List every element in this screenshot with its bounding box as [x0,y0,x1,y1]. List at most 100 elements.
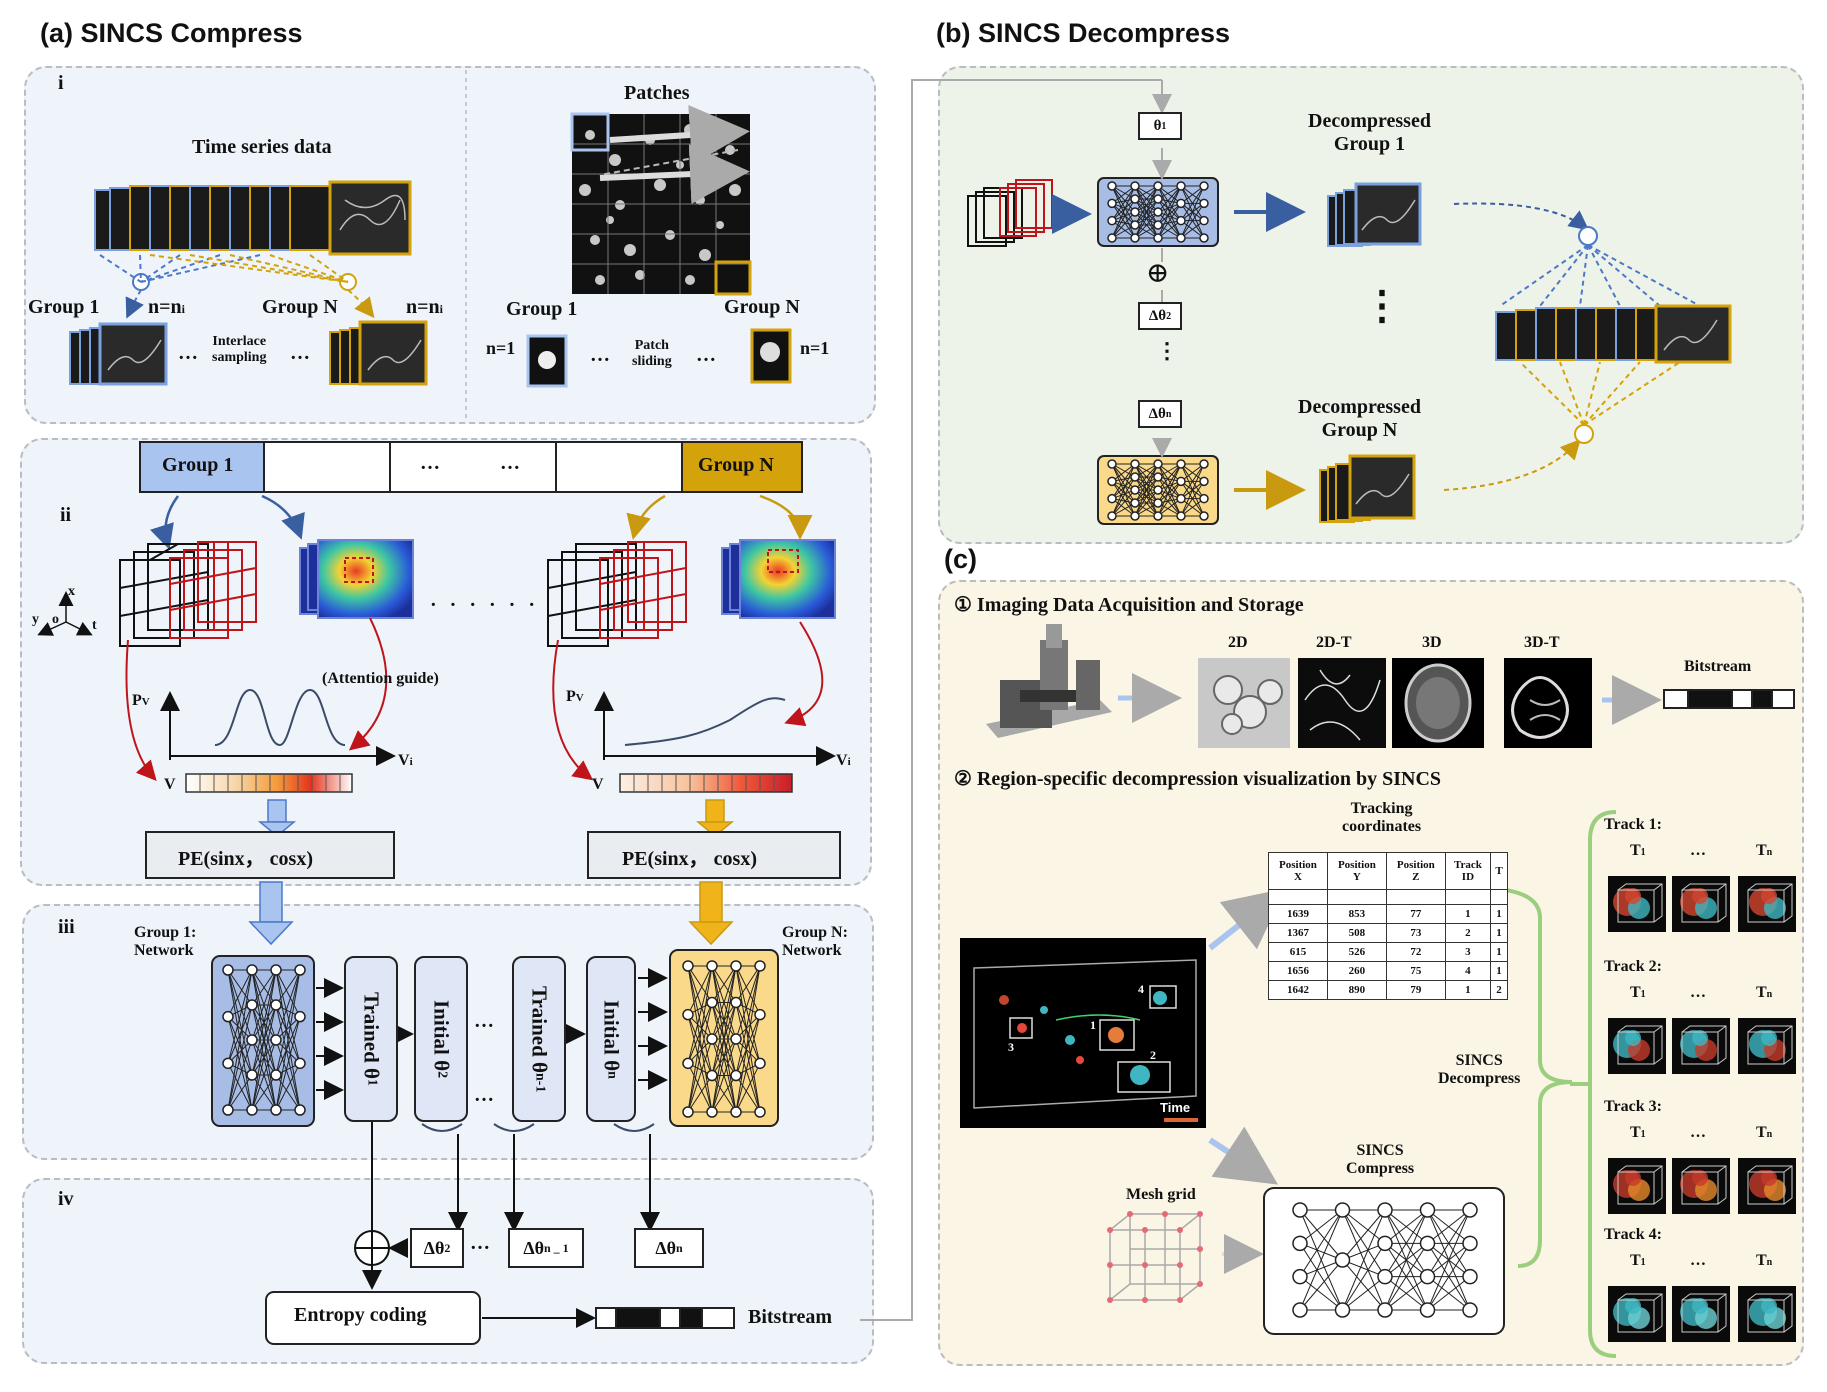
bar-dots-2: … [500,452,520,474]
vi-left: Vi [398,752,413,769]
patch-groupN-label: Group N [724,296,800,318]
network-node [682,1008,694,1021]
scene-id-4: 4 [1138,982,1144,996]
network-node [1130,194,1140,204]
network-node [1107,198,1117,209]
network-node [682,960,694,972]
track4-tn: Tn [1756,1252,1773,1269]
network-node [1419,1235,1436,1252]
network-node [754,1008,766,1021]
modality-2d-t: 2D-T [1316,634,1352,651]
network-node [222,1104,234,1116]
track2-label: Track 2: [1604,958,1662,975]
mesh-grid-cube [1109,1213,1201,1301]
bar-group1 [139,441,265,493]
network-node [1377,1235,1393,1252]
iv-dots: … [470,1232,490,1254]
modality-3d-t: 3D-T [1524,634,1560,651]
network-node [1130,511,1140,521]
trained-theta1-box: Trained θ1 [344,956,398,1122]
network-node [1176,511,1186,521]
network-node [730,996,742,1009]
axis-t-label: t [92,618,97,633]
plot-right [552,621,836,837]
grid-stack-left [119,541,257,647]
network-node [682,1106,694,1118]
bitstream-label-a: Bitstream [748,1306,833,1328]
network-node [1130,207,1140,217]
network-node [1377,1202,1393,1218]
step1-title: ① Imaging Data Acquisition and Storage [954,594,1304,616]
network-node [1153,459,1163,469]
group1-stack [69,322,168,386]
network-node [1176,233,1186,243]
network-node [294,1104,306,1116]
initial-theta2-box: Initial θ2 [414,956,468,1122]
network-node [1153,194,1163,204]
network-node [1130,485,1140,495]
network-node [1462,1202,1478,1218]
pv-left: PV [132,692,150,709]
section-iv-label: iv [58,1188,74,1210]
network-node [1176,459,1186,469]
network-node [1199,511,1209,521]
axis-o-label: o [52,612,59,627]
network-node [1107,493,1117,504]
bitstream-bar-a [595,1307,735,1329]
n-ni-right: n=ni [406,296,443,318]
scene-id-2: 2 [1150,1048,1156,1062]
xyz-axes [37,591,93,636]
track4-t1: T1 [1630,1252,1646,1269]
network-node [1107,233,1117,243]
plot-left [125,617,396,837]
network-node [1292,1202,1308,1218]
ellipsis-a3: … [590,344,610,366]
ellipsis-a4: … [696,344,716,366]
v-left: V [164,776,176,793]
reconstructed-series-stack [1495,304,1732,364]
network-node [1176,476,1186,487]
track2-t1: T1 [1630,984,1646,1001]
network-node [294,964,306,976]
section-ii-label: ii [60,504,72,526]
network-node [294,1010,306,1023]
iii-dots-2: … [474,1084,494,1106]
network-node [1107,181,1117,191]
entropy-coding-box [265,1291,481,1345]
network-node [1107,459,1117,469]
modality-3d: 3D [1422,634,1442,651]
network-node [270,1069,282,1081]
network-right [682,960,766,1118]
thumb-3d-t [1504,658,1592,748]
network-node [754,960,766,972]
network-node [706,1069,718,1082]
pe-right-label: PE(sinx， cosx) [622,848,757,870]
network-node [1199,215,1209,226]
network-node [1130,181,1140,191]
network-node [1334,1302,1351,1318]
network-node [1199,233,1209,243]
network-node [1292,1235,1308,1252]
network-node [270,964,282,976]
step2-title: ② Region-specific decompression visualiz… [954,768,1442,790]
initial-thetan-box: Initial θn [586,956,636,1122]
network-node [1176,198,1186,209]
network-node [246,964,258,976]
scene-time-label: Time [1160,1100,1191,1115]
bar-group1-label: Group 1 [162,454,234,476]
groupN-label: Group N [262,296,338,318]
network-node [1153,485,1163,495]
axis-x-label: x [68,584,75,599]
section-i-label: i [58,72,64,94]
